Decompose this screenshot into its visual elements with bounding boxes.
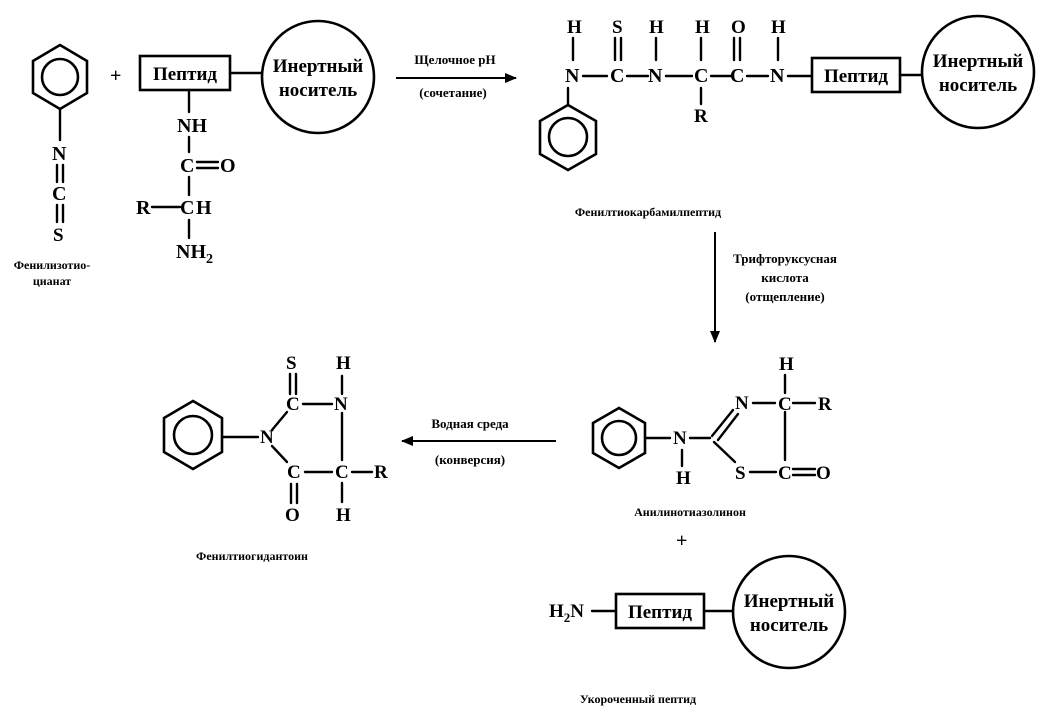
atom-nh2: NH2 — [176, 241, 213, 267]
aromatic-circle — [40, 57, 80, 97]
atom-s-3: S — [286, 353, 297, 374]
step3-label-line2: (конверсия) — [435, 452, 505, 467]
atom-n-7: N — [334, 394, 348, 415]
phenyl-isothiocyanate: N C S Фенилизотио- цианат — [14, 43, 91, 288]
shortened-peptide: H2N Пептид Инертный носитель Укороченный… — [549, 554, 847, 706]
step3-arrow-group: Водная среда (конверсия) — [401, 416, 556, 467]
step2-label-line1: Трифторуксусная — [733, 251, 837, 266]
atom-n: N — [52, 143, 67, 165]
atom-c-6: C — [778, 463, 792, 484]
step2-arrow-group: Трифторуксусная кислота (отщепление) — [710, 232, 837, 343]
plus-sign: + — [110, 65, 121, 87]
step3-label-line1: Водная среда — [431, 416, 509, 431]
product2-caption: Анилинотиазолинон — [634, 505, 746, 519]
atom-h-6: H — [779, 354, 794, 375]
atom-c-3: C — [730, 65, 744, 87]
carrier-label-line2: носитель — [279, 80, 357, 101]
atom-r-3: R — [374, 462, 388, 483]
peptide-label-2: Пептид — [824, 66, 888, 87]
step2-label-line2: кислота — [761, 270, 809, 285]
step1-arrow-group: Щелочное pH (сочетание) — [396, 52, 517, 100]
atom-h-1: H — [567, 17, 582, 38]
atom-o-1: O — [731, 17, 746, 38]
atom-h-4: H — [771, 17, 786, 38]
atom-s-2: S — [735, 463, 746, 484]
bond-c9-n6 — [270, 444, 289, 464]
atom-c-9: C — [287, 462, 301, 483]
peptide-box — [138, 54, 232, 92]
shortened-caption: Укороченный пептид — [580, 692, 696, 706]
atom-carbonyl-c: C — [180, 155, 194, 177]
product1-caption: Фенилтиокарбамилпептид — [575, 205, 721, 219]
atom-c-5: C — [778, 394, 792, 415]
step1-label-line2: (сочетание) — [419, 85, 487, 100]
inert-carrier-circle-3 — [731, 554, 847, 670]
phenylthiocarbamyl-peptide: H N S C H N H C R O C H N Пептид Инертны… — [538, 14, 1036, 219]
atom-r: R — [136, 197, 151, 219]
atom-n-5: N — [735, 393, 749, 414]
carrier-label-3-line1: Инертный — [744, 591, 835, 612]
atom-nh: NH — [177, 115, 207, 137]
atom-h-8: H — [336, 505, 351, 526]
atom-o-3: O — [285, 505, 300, 526]
atom-h-2: H — [649, 17, 664, 38]
atom-c-2: C — [694, 65, 708, 87]
carrier-label-2-line2: носитель — [939, 75, 1017, 96]
bond-c-n5-b — [716, 412, 740, 442]
bond-c-s — [712, 440, 737, 464]
atom-carbonyl-o: O — [220, 155, 236, 177]
atom-o-2: O — [816, 463, 831, 484]
atom-h-5: H — [676, 468, 691, 489]
carrier-label-line1: Инертный — [273, 56, 364, 77]
inert-carrier-circle-2 — [920, 14, 1036, 130]
step1-label-line1: Щелочное pH — [414, 52, 495, 67]
atom-alpha-h: H — [196, 197, 212, 219]
atom-c-8: C — [335, 462, 349, 483]
aromatic-circle-3 — [600, 419, 638, 457]
product3-caption: Фенилтиогидантоин — [196, 549, 308, 563]
bond-n6-c7 — [270, 410, 289, 432]
phenylthiohydantoin: N C S N H C R H C O Фенилтиогидантоин — [162, 353, 388, 563]
atom-s: S — [53, 225, 64, 246]
atom-h-3: H — [695, 17, 710, 38]
atom-h2n: H2N — [549, 601, 584, 625]
aromatic-circle-2 — [547, 116, 589, 158]
atom-s-1: S — [612, 17, 623, 38]
reagent-caption-line2: цианат — [33, 274, 71, 288]
atom-n-1: N — [565, 65, 580, 87]
atom-n-4: N — [673, 428, 687, 449]
step2-label-line3: (отщепление) — [745, 289, 824, 304]
atom-c-1: C — [610, 65, 624, 87]
benzene-ring-3 — [591, 406, 647, 470]
atom-h-7: H — [336, 353, 351, 374]
plus-sign-2: + — [676, 530, 687, 552]
peptide-label: Пептид — [153, 64, 217, 85]
carrier-label-2-line1: Инертный — [933, 51, 1024, 72]
atom-c-7: C — [286, 394, 300, 415]
benzene-ring-4 — [162, 399, 224, 471]
reagent-caption-line1: Фенилизотио- — [14, 258, 91, 272]
atom-r-1: R — [694, 106, 708, 127]
bond-c-n5-a — [710, 408, 735, 438]
benzene-ring-2 — [538, 103, 598, 172]
peptide-box-3 — [614, 592, 706, 630]
carrier-label-3-line2: носитель — [750, 615, 828, 636]
atom-n-3: N — [770, 65, 785, 87]
atom-r-2: R — [818, 394, 832, 415]
peptide-label-3: Пептид — [628, 602, 692, 623]
peptide-on-carrier: Пептид Инертный носитель NH C O R C H NH… — [136, 19, 376, 267]
aromatic-circle-4 — [172, 414, 214, 456]
atom-alpha-c: C — [180, 197, 194, 219]
anilinothiazolinone: N H N C H R C O S Анилинотиазолинон + — [591, 354, 832, 552]
atom-n-2: N — [648, 65, 663, 87]
atom-c: C — [52, 183, 66, 205]
atom-n-6: N — [260, 427, 274, 448]
inert-carrier-circle — [260, 19, 376, 135]
